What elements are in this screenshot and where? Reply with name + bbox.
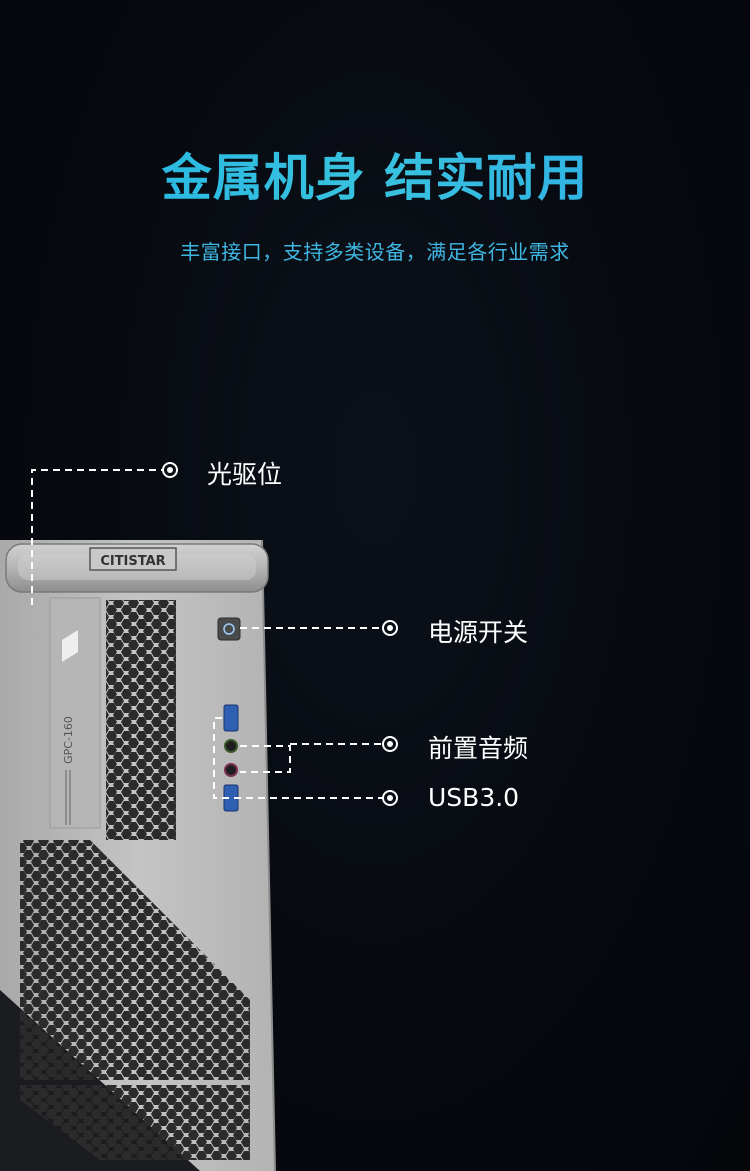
brand-logo: CITISTAR <box>100 554 165 569</box>
callout-label-front-audio: 前置音频 <box>428 734 529 763</box>
model-label: GPC-160 <box>62 716 75 764</box>
callout-label-optical-drive: 光驱位 <box>207 460 283 489</box>
usb-port-upper <box>223 704 239 732</box>
page-title: 金属机身 结实耐用 <box>0 138 750 210</box>
callout-label-power-switch: 电源开关 <box>428 618 529 647</box>
pc-chassis-image: CITISTAR GPC-160 <box>0 539 276 1171</box>
usb-port-lower <box>223 784 239 812</box>
power-button <box>217 617 241 641</box>
callout-label-usb: USB3.0 <box>428 783 520 812</box>
model-badge-mark <box>62 630 78 662</box>
audio-jack-headphone <box>224 739 238 753</box>
page-subtitle: 丰富接口，支持多类设备，满足各行业需求 <box>180 240 570 264</box>
audio-jack-mic <box>224 763 238 777</box>
